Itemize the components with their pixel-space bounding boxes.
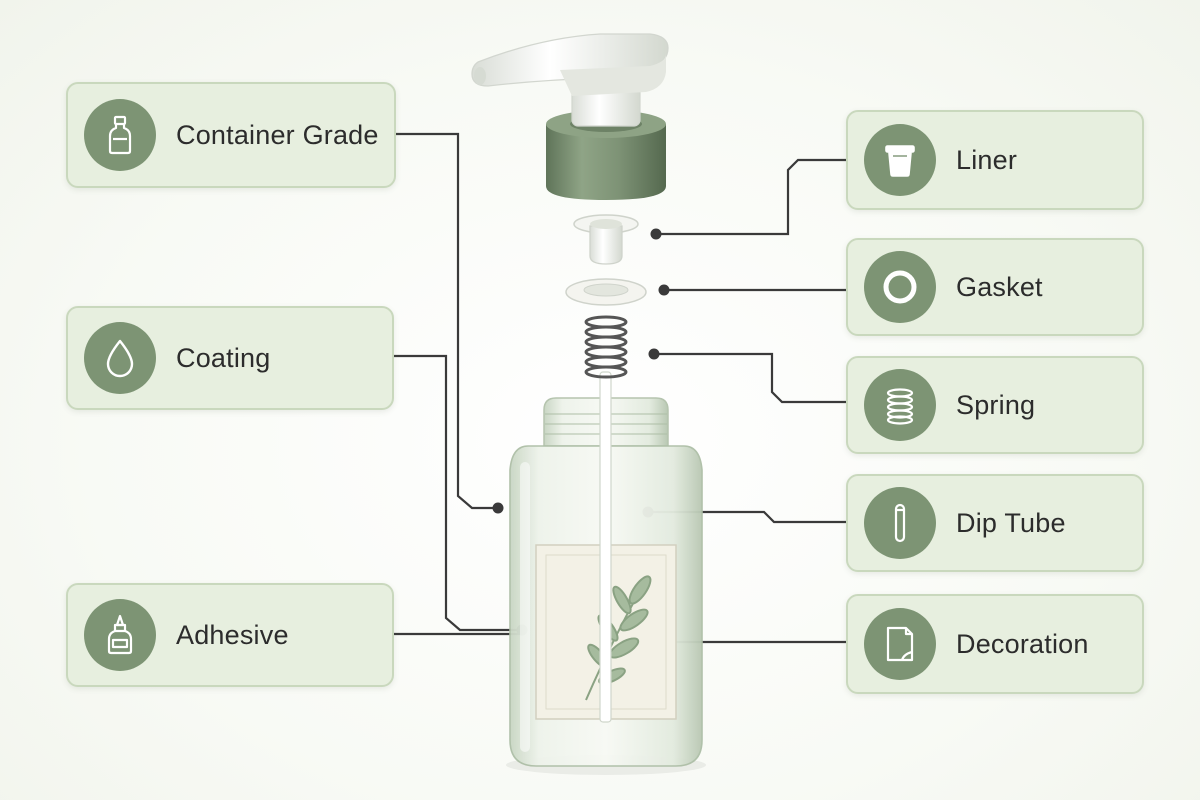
- dip-tube-part: [599, 371, 612, 723]
- spring-part: [584, 315, 628, 379]
- anchor-gasket: [658, 284, 670, 296]
- callout-adhesive: Adhesive: [66, 583, 394, 687]
- bottle-icon: [108, 115, 132, 155]
- callout-label: Container Grade: [176, 119, 379, 150]
- anchor-container-grade: [492, 502, 504, 514]
- glass-bottle: [506, 371, 706, 775]
- callout-spring: Spring: [846, 356, 1144, 454]
- anchor-spring: [648, 348, 660, 360]
- leader-spring: [654, 352, 846, 404]
- callout-decoration: Decoration: [846, 594, 1144, 694]
- cup-liner-icon: [885, 145, 915, 177]
- tube-icon: [894, 503, 906, 543]
- callout-coating: Coating: [66, 306, 394, 410]
- droplet-icon: [106, 339, 134, 378]
- callout-label: Decoration: [956, 628, 1089, 659]
- leader-dip-tube: [648, 510, 846, 524]
- glue-bottle-icon: [107, 614, 133, 655]
- leader-liner: [656, 158, 846, 236]
- callout-badge: [864, 608, 936, 680]
- coil-spring-icon: [886, 388, 914, 425]
- callout-label: Adhesive: [176, 619, 289, 650]
- callout-gasket: Gasket: [846, 238, 1144, 336]
- callout-label: Gasket: [956, 271, 1043, 302]
- callout-badge: [864, 251, 936, 323]
- callout-badge: [84, 599, 156, 671]
- anchor-liner: [650, 228, 662, 240]
- callout-dip-tube: Dip Tube: [846, 474, 1144, 572]
- callout-label: Dip Tube: [956, 507, 1066, 538]
- ring-icon: [883, 270, 917, 304]
- gasket-part: [565, 278, 647, 306]
- callout-badge: [84, 322, 156, 394]
- label-sheet-icon: [886, 626, 914, 662]
- liner-part: [573, 214, 639, 265]
- callout-label: Spring: [956, 389, 1036, 420]
- leader-coating: [394, 354, 520, 632]
- callout-container-grade: Container Grade: [66, 82, 396, 188]
- callout-liner: Liner: [846, 110, 1144, 210]
- callout-label: Liner: [956, 144, 1018, 175]
- callout-badge: [84, 99, 156, 171]
- leader-container-grade: [396, 132, 498, 510]
- callout-badge: [864, 124, 936, 196]
- callout-label: Coating: [176, 342, 271, 373]
- callout-badge: [864, 487, 936, 559]
- callout-badge: [864, 369, 936, 441]
- pump-actuator: [471, 33, 669, 127]
